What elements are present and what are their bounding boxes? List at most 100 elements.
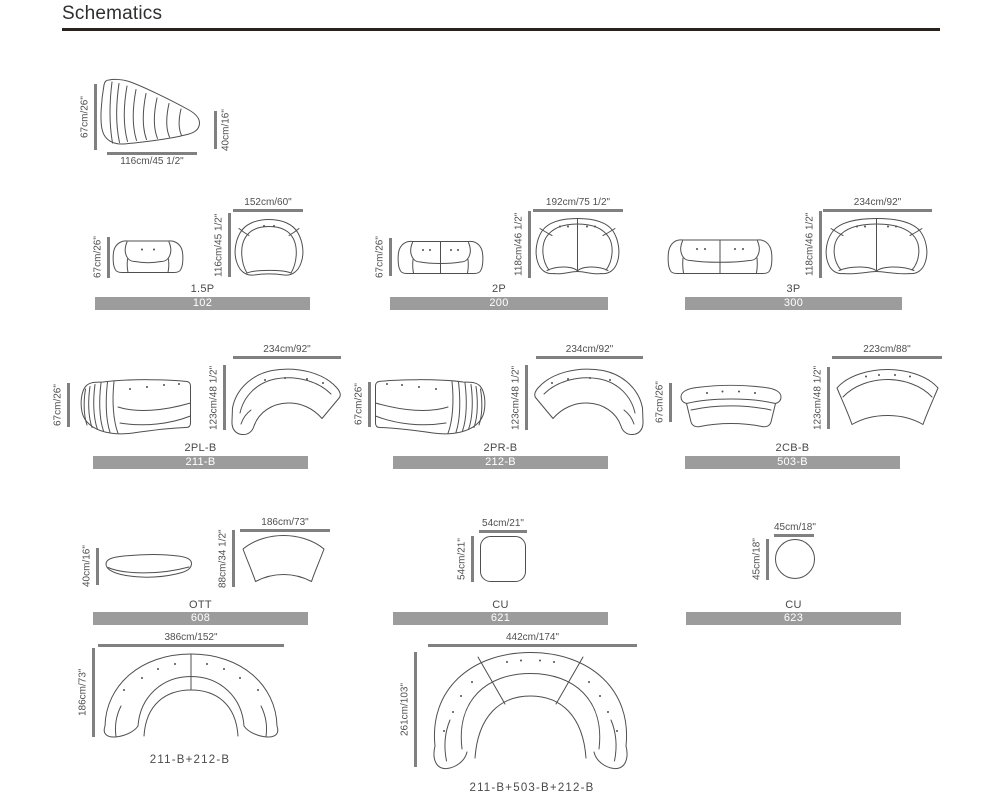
page-title: Schematics [62,3,163,24]
front-view-2pl-b [75,373,192,435]
product-name-1-5p: 1.5P [190,283,215,295]
config-drawing-211b-503b-212b [422,648,639,773]
dim-line [368,382,371,427]
dim-line [233,209,303,212]
dim-depth-2pr-b: 123cm/48 1/2" [510,365,528,430]
config-label-211b-212b: 211-B+212-B [149,754,231,766]
dim-depth-ott: 88cm/34 1/2" [217,529,235,588]
dim-label: 234cm/92" [565,344,614,355]
dim-label: 67cm/26" [654,381,666,424]
dim-depth-3p: 118cm/46 1/2" [804,211,822,278]
dim-label: 116cm/45 1/2" [120,155,184,167]
dim-width-ott: 186cm/73" [240,517,330,532]
product-code-bar-300: 300 [685,297,902,310]
dim-line [223,365,226,430]
dim-label: 45cm/18" [774,522,816,533]
front-view-2p [396,237,485,275]
dim-line [67,383,70,427]
product-code-bar-211-b: 211-B [93,456,308,469]
dim-line [823,209,932,212]
dim-line [107,237,110,278]
dim-label: 152cm/60" [244,197,292,208]
dim-line [92,648,95,737]
dim-label: 118cm/46 1/2" [513,212,525,277]
side-view-seat-height-dim: 40cm/16" [214,109,232,151]
dim-height-1-5p: 67cm/26" [92,237,110,278]
dim-line [389,238,392,276]
dim-label: 116cm/45 1/2" [213,213,225,277]
dim-height-ott: 40cm/16" [81,546,99,587]
dim-label: 186cm/73" [261,517,309,528]
dim-label: 67cm/26" [52,384,64,426]
dim-depth-1-5p: 116cm/45 1/2" [213,213,231,277]
dim-width-cu-621: 54cm/21" [479,518,527,533]
dim-width-cu-623: 45cm/18" [774,522,816,537]
product-code-bar-200: 200 [390,297,608,310]
dim-label: 67cm/26" [92,236,104,279]
dim-line [233,356,341,359]
dim-height-2p: 67cm/26" [374,236,392,278]
dim-depth-cu-621: 54cm/21" [456,536,474,582]
dim-width-config-1: 386cm/152" [98,632,284,647]
product-name-cu-621: CU [492,599,509,611]
product-name-2pr-b: 2PR-B [483,442,518,454]
dim-depth-config-2: 261cm/103" [399,652,417,767]
dim-height-2pl-b: 67cm/26" [52,383,70,427]
product-code-bar-503-b: 503-B [685,456,900,469]
dim-label: 123cm/48 1/2" [812,365,824,431]
side-view-drawing [97,77,207,151]
dim-line [414,652,417,767]
top-view-cu-623 [774,538,816,580]
dim-label: 186cm/73" [77,668,89,717]
product-code-bar-621: 621 [393,612,608,625]
dim-label: 40cm/16" [220,109,231,151]
dim-line [827,367,830,429]
dim-line [525,365,528,430]
dim-line [533,209,623,212]
front-view-1-5p [111,237,185,274]
product-code-bar-608: 608 [93,612,308,625]
dim-label: 54cm/21" [482,518,524,529]
dim-label: 118cm/46 1/2" [804,212,816,277]
front-view-2cb-b [676,378,786,429]
dim-line [214,111,217,149]
dim-height-2cb-b: 67cm/26" [654,381,672,424]
dim-label: 123cm/48 1/2" [510,365,522,430]
dim-depth-2pl-b: 123cm/48 1/2" [208,365,226,430]
config-label-211b-503b-212b: 211-B+503-B+212-B [469,782,595,794]
dim-label: 123cm/48 1/2" [208,365,220,430]
dim-width-1-5p: 152cm/60" [233,197,303,212]
dim-width-config-2: 442cm/174" [428,632,637,647]
top-view-1-5p [231,216,307,278]
dim-width-2pr-b: 234cm/92" [536,344,643,359]
dim-line [832,356,942,359]
dim-label: 442cm/174" [505,632,560,643]
dim-label: 234cm/92" [263,344,311,355]
top-view-2p [531,215,624,278]
dim-line [471,536,474,582]
dim-label: 67cm/26" [353,383,365,426]
config-drawing-211b-212b [97,649,285,739]
product-code-bar-212-b: 212-B [393,456,608,469]
front-view-3p [666,235,774,275]
dim-line [98,644,284,647]
dim-label: 223cm/88" [863,344,911,355]
dim-label: 67cm/26" [374,236,386,278]
top-view-cu-621 [479,535,527,583]
dim-label: 67cm/26" [79,96,91,138]
dim-depth-cu-623: 45cm/18" [751,539,769,580]
front-view-ott [103,551,194,584]
dim-line [240,529,330,532]
dim-label: 192cm/75 1/2" [545,197,611,208]
dim-label: 234cm/92" [853,197,902,208]
dim-line [94,84,97,150]
product-name-3p: 3P [786,283,801,295]
dim-line [528,211,531,278]
product-name-2pl-b: 2PL-B [184,442,217,454]
dim-line [107,152,197,155]
dim-line [428,644,637,647]
dim-line [232,530,235,587]
top-view-3p [821,215,932,278]
side-view-height-dim: 67cm/26" [79,84,97,150]
dim-line [819,211,822,278]
